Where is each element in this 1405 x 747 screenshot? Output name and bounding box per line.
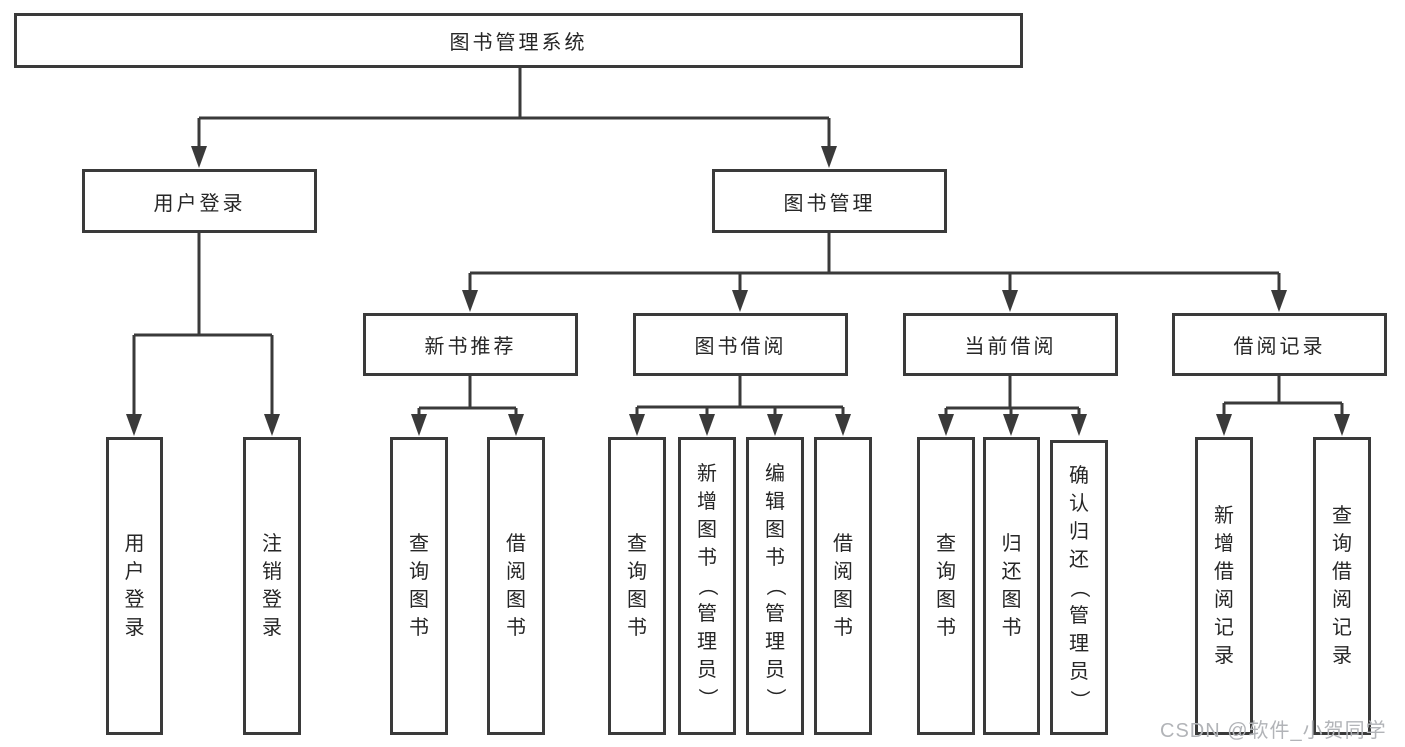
node-query-books-recommend: 查询图书 xyxy=(390,437,448,735)
node-new-book-recommend: 新书推荐 xyxy=(363,313,578,376)
node-book-borrow: 图书借阅 xyxy=(633,313,848,376)
node-confirm-return-admin: 确认归还（管理员） xyxy=(1050,440,1108,735)
connector-root xyxy=(197,68,831,160)
connector-borrow-records xyxy=(1222,376,1344,428)
node-edit-book-admin: 编辑图书（管理员） xyxy=(746,437,804,735)
node-label: 新增借阅记录 xyxy=(1214,505,1234,667)
node-label: 借阅图书 xyxy=(506,533,526,639)
node-query-books-current: 查询图书 xyxy=(917,437,975,735)
node-label: 借阅图书 xyxy=(833,533,853,639)
connector-book-borrow xyxy=(635,376,845,428)
node-user-login-leaf: 用户登录 xyxy=(106,437,163,735)
node-user-login: 用户登录 xyxy=(82,169,317,233)
node-add-borrow-record: 新增借阅记录 xyxy=(1195,437,1253,735)
csdn-watermark: CSDN @软件_小贺同学 xyxy=(1160,720,1387,742)
node-logout-leaf: 注销登录 xyxy=(243,437,301,735)
node-borrow-records: 借阅记录 xyxy=(1172,313,1387,376)
node-return-books: 归还图书 xyxy=(983,437,1040,735)
node-label: 查询图书 xyxy=(936,533,956,639)
node-query-borrow-record: 查询借阅记录 xyxy=(1313,437,1371,735)
node-label: 用户登录 xyxy=(124,533,145,639)
node-book-management: 图书管理 xyxy=(712,169,947,233)
connector-book-management xyxy=(468,233,1281,304)
node-label: 注销登录 xyxy=(262,533,282,639)
node-library-system: 图书管理系统 xyxy=(14,13,1023,68)
node-borrow-books-recommend: 借阅图书 xyxy=(487,437,545,735)
connector-new-book-recommend xyxy=(417,376,518,428)
node-label: 归还图书 xyxy=(1001,533,1022,639)
node-label: 编辑图书（管理员） xyxy=(764,463,786,708)
arrowheads xyxy=(126,146,1350,436)
node-label: 新增图书（管理员） xyxy=(696,463,718,708)
node-add-book-admin: 新增图书（管理员） xyxy=(678,437,736,735)
node-current-borrow: 当前借阅 xyxy=(903,313,1118,376)
node-label: 查询借阅记录 xyxy=(1332,505,1352,667)
connector-user-login xyxy=(132,233,274,428)
node-label: 查询图书 xyxy=(627,533,647,639)
node-borrow-books-leaf: 借阅图书 xyxy=(814,437,872,735)
node-label: 确认归还（管理员） xyxy=(1068,464,1090,710)
node-query-books-borrow: 查询图书 xyxy=(608,437,666,735)
node-label: 查询图书 xyxy=(409,533,429,639)
